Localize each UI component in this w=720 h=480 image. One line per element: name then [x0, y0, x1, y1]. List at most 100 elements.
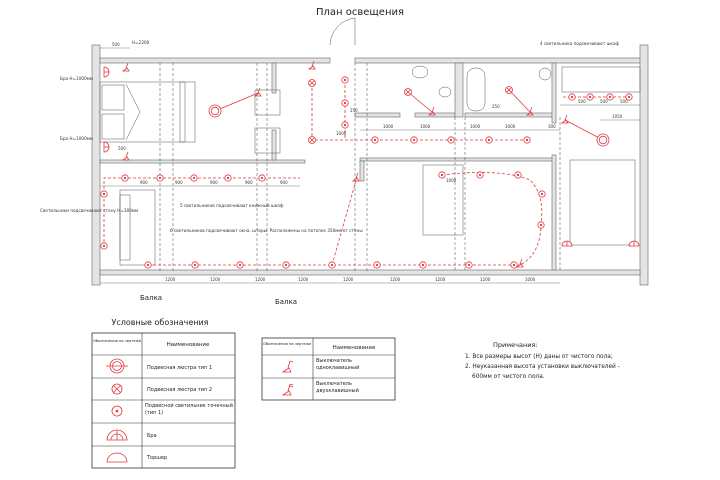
spot-light-icon [485, 136, 493, 144]
spot-light-icon [373, 261, 381, 269]
single-switch-icon [281, 360, 294, 373]
switch-legend-item-name: Выключатель двухклавишный [316, 381, 359, 394]
dimension-label: 900 [140, 180, 148, 185]
dimension-label: 1000 [336, 131, 347, 136]
spot-light-icon [156, 174, 164, 182]
wall-sconce-icon [106, 429, 128, 441]
dimension-label: 500 [620, 99, 628, 104]
dimension-label: 1000 [446, 178, 457, 183]
switch-icon [515, 258, 524, 268]
label-bookcase-lights: 5 светильников подсвечивают книжный шкаф [180, 203, 284, 208]
legend-table: Обозначения на чертеже Наименование Подв… [91, 332, 236, 469]
label-bra-top: Бра H=1000мм [60, 76, 93, 81]
legend-item-name: Подвесная люстра тип 1 [147, 365, 212, 371]
spot-light-icon [410, 136, 418, 144]
dimension-label: 900 [280, 180, 288, 185]
label-beam-mid: Балка [275, 298, 297, 306]
notes-title: Примечания: [493, 341, 538, 349]
wall-sconce-icon [103, 66, 110, 78]
spot-light-icon [144, 261, 152, 269]
switch-legend-table: Обозначения на чертеже Наименование Выкл… [261, 337, 396, 401]
torchere-icon [106, 452, 128, 463]
legend-header-symbol: Обозначения на чертеже [93, 339, 142, 343]
wall-sconce-icon [628, 240, 640, 247]
spot-light-icon [191, 261, 199, 269]
spot-light-icon [538, 190, 546, 198]
dimension-label: 300 [548, 124, 556, 129]
spot-light-icon [121, 174, 129, 182]
wall-sconce-icon [103, 141, 110, 153]
spot-light-icon [371, 136, 379, 144]
dimension-label: 1200 [390, 277, 401, 282]
spot-light-icon [341, 121, 349, 129]
chandelier-type2-icon [111, 383, 123, 395]
spot-light-icon [625, 93, 633, 101]
light-fixtures [100, 60, 640, 269]
dimension-label: 1200 [298, 277, 309, 282]
beams [159, 63, 561, 272]
switch-icon [351, 172, 360, 182]
dimension-label: 500 [600, 99, 608, 104]
label-height: H=2200 [132, 40, 150, 45]
spot-light-icon [465, 261, 473, 269]
label-beam-left: Балка [140, 294, 162, 302]
dimension-label: 900 [245, 180, 253, 185]
dimension-label: 1000 [420, 124, 431, 129]
note-item: 2. Неуказанная высота установки выключат… [465, 363, 620, 370]
spot-light-icon [100, 242, 108, 250]
chandelier-type2-icon [505, 86, 513, 94]
switch-icon [560, 114, 569, 124]
switch-legend-header-name: Наименование [333, 345, 376, 351]
dimension-label: 1200 [255, 277, 266, 282]
spot-light-icon [341, 99, 349, 107]
spot-light-icon [282, 261, 290, 269]
dimension-label: 1200 [435, 277, 446, 282]
legend-item-name: Бра [147, 433, 157, 439]
spot-light-icon [514, 171, 522, 179]
dimension-lines [100, 47, 640, 284]
spot-light-icon [606, 93, 614, 101]
spot-light-icon [236, 261, 244, 269]
double-switch-icon [281, 383, 294, 396]
spot-light-icon [586, 93, 594, 101]
chandelier-type1-icon [208, 104, 222, 118]
dimension-label: 1000 [505, 124, 516, 129]
dimension-label: 1000 [383, 124, 394, 129]
legend-item-name: Подвесной светильник точечный (тип 1) [145, 403, 233, 416]
legend-title: Условные обозначения [111, 318, 208, 327]
spot-light-icon [438, 171, 446, 179]
legend-item-name: Торшер [146, 455, 167, 461]
dimension-label: 250 [350, 108, 358, 113]
chandelier-type1-icon [596, 133, 610, 147]
legend-header-name: Наименование [167, 342, 210, 348]
spot-light-icon [341, 76, 349, 84]
switch-icon [121, 62, 130, 72]
furniture [99, 65, 641, 266]
spot-light-icon [523, 136, 531, 144]
dimension-label: 1000 [470, 124, 481, 129]
switch-legend-item-name: Выключатель одноклавишный [316, 358, 360, 371]
dimension-label: 500 [112, 42, 120, 47]
dimension-label: 900 [210, 180, 218, 185]
label-wardrobe-lights: 4 светильника подсвечивают шкаф [540, 41, 620, 46]
chandelier-type2-icon [308, 79, 316, 87]
dimension-label: 1200 [165, 277, 176, 282]
page-title: План освещения [316, 7, 404, 18]
label-bra-bottom: Бра H=1000мм [60, 136, 93, 141]
notes: Примечания: 1. Все размеры высот (H) дан… [465, 341, 620, 380]
dimension-label: 500 [578, 99, 586, 104]
switch-legend-header-symbol: Обозначения на чертеже [263, 342, 312, 346]
label-wall-lights: Светильники подсвечивают стену H=300мм [40, 208, 138, 213]
wiring [103, 80, 629, 266]
spot-light-icon [190, 174, 198, 182]
entry-door [329, 17, 356, 46]
dimension-label: 1050 [612, 114, 623, 119]
spot-light-icon [224, 174, 232, 182]
chandelier-type1-icon [106, 358, 128, 374]
spot-light-icon [568, 93, 576, 101]
switch-icon [307, 60, 316, 70]
chandelier-type2-icon [404, 88, 412, 96]
note-item: 1. Все размеры высот (H) даны от чистого… [465, 354, 613, 360]
dimension-label: 1000 [525, 277, 536, 282]
dimension-label: 1200 [480, 277, 491, 282]
